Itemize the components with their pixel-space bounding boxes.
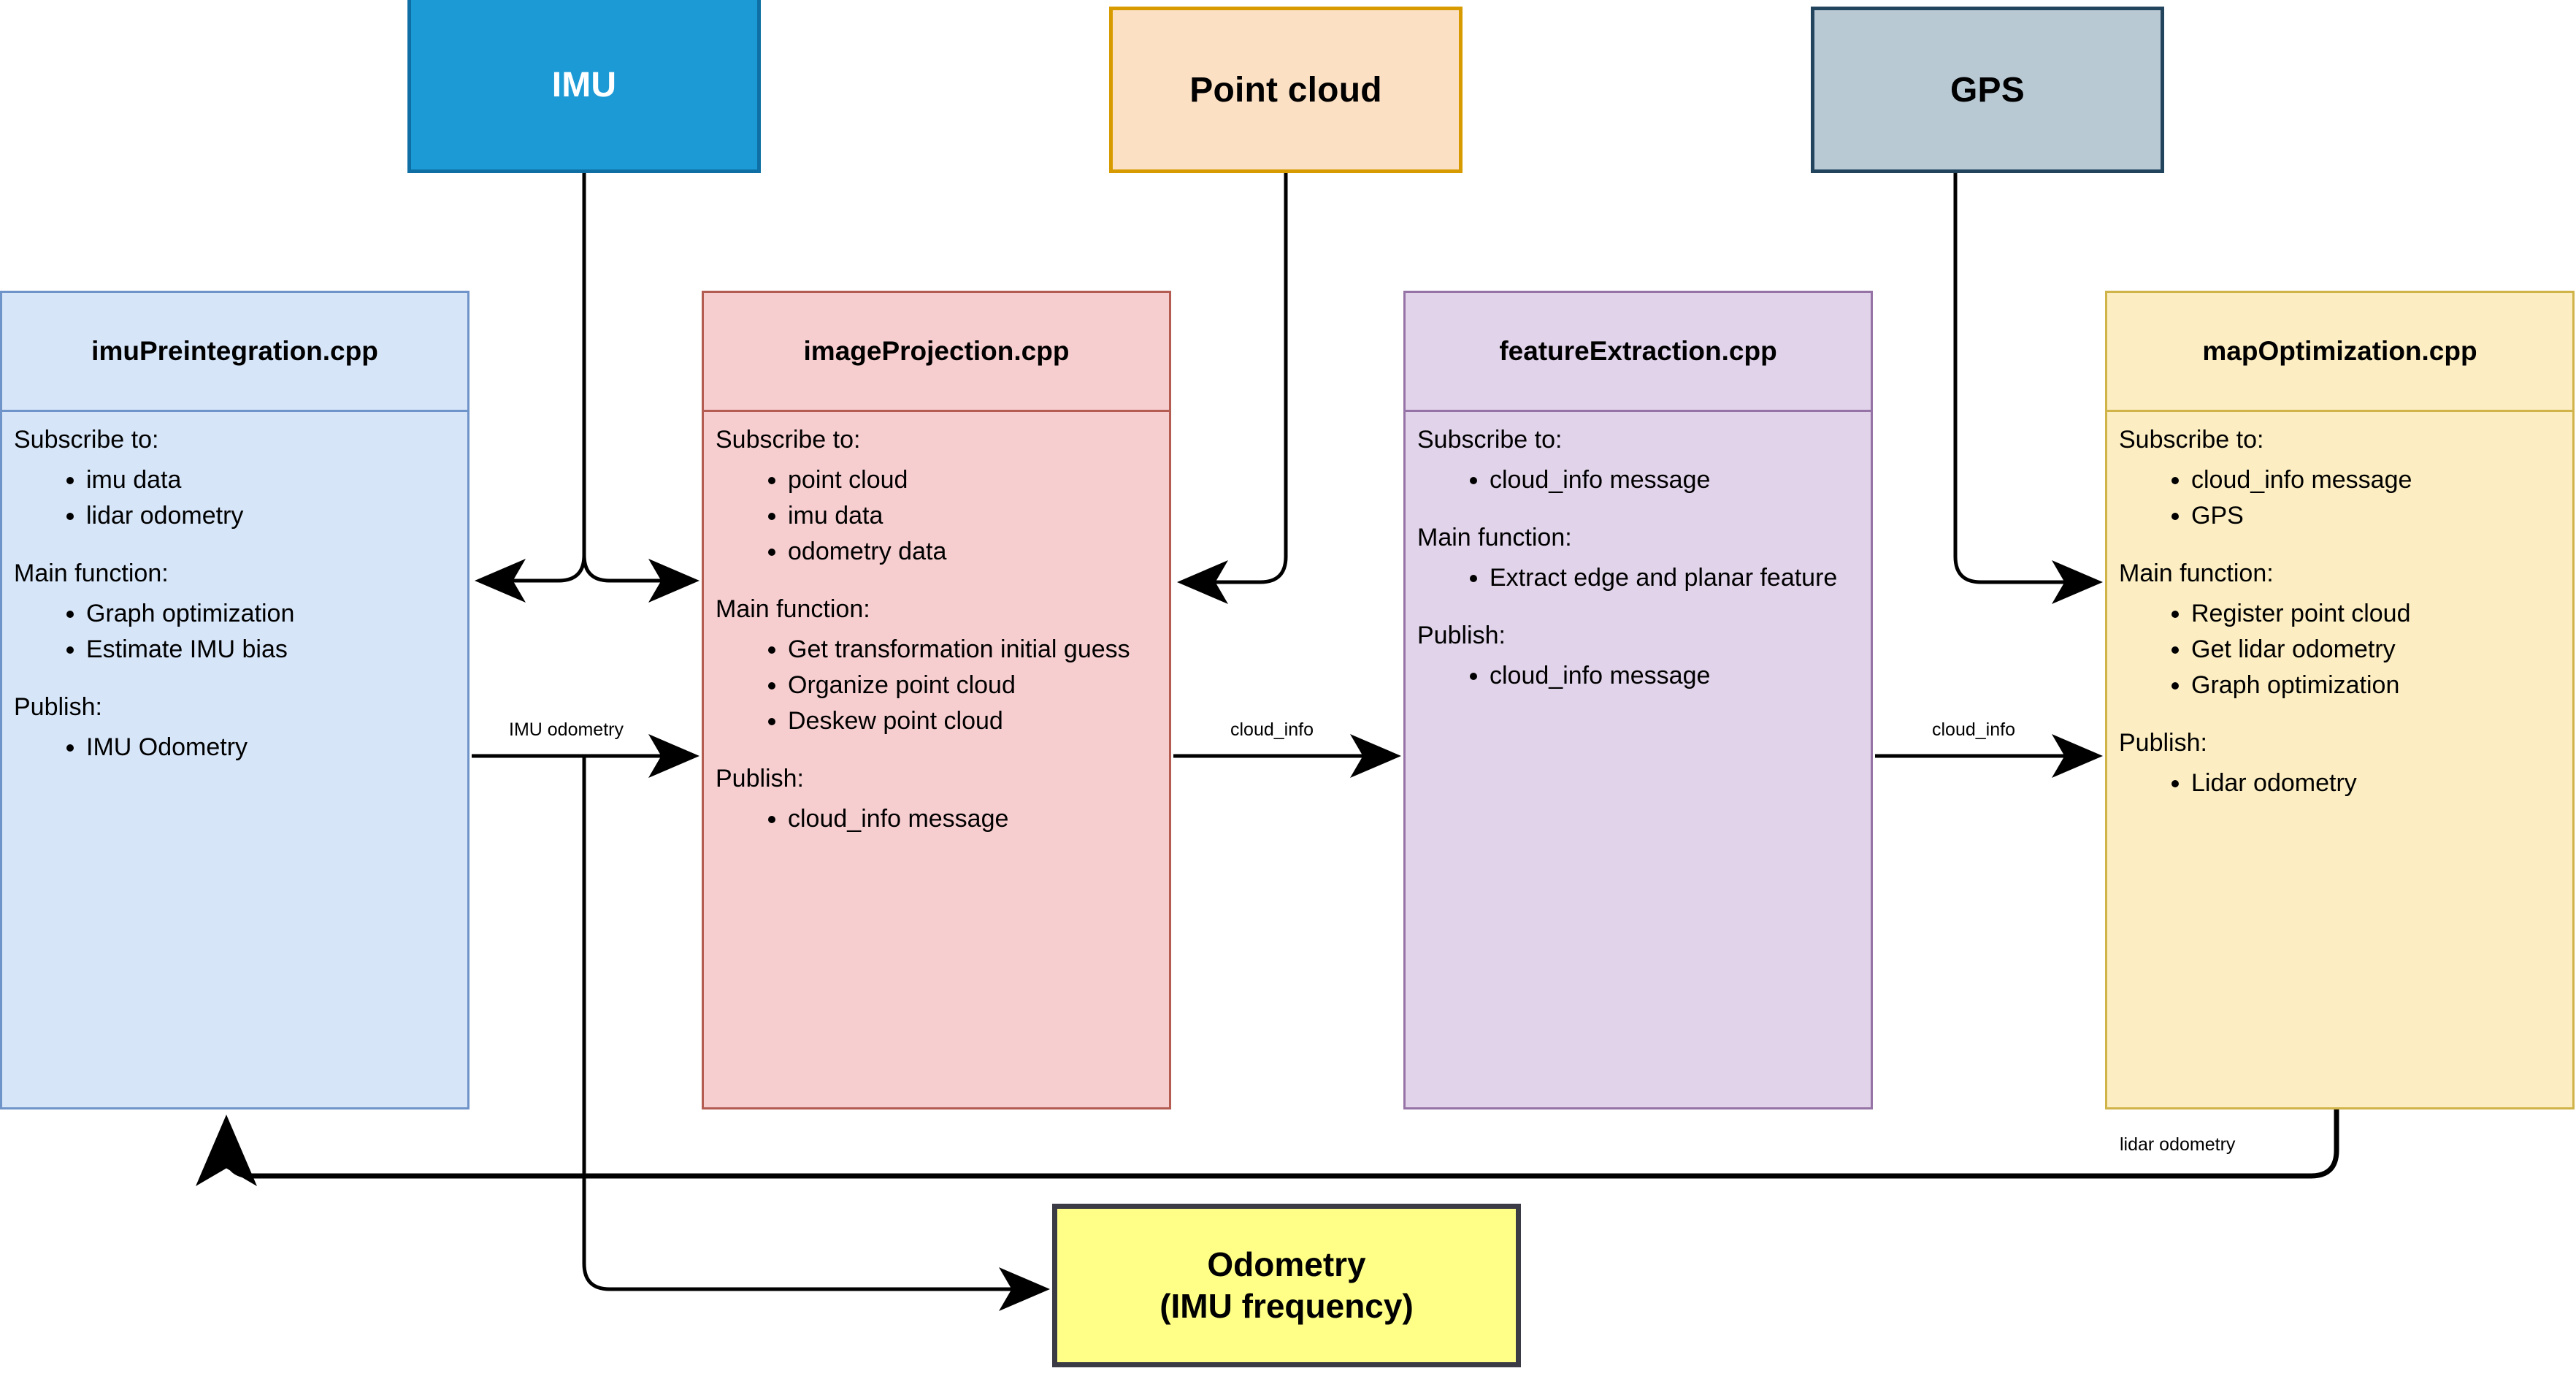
source-label-point-cloud: Point cloud bbox=[1189, 70, 1382, 110]
section-list-main-function: Graph optimization Estimate IMU bias bbox=[9, 596, 460, 668]
section-list-publish: Lidar odometry bbox=[2115, 765, 2565, 801]
module-box-mapoptimization[interactable]: mapOptimization.cpp Subscribe to: cloud_… bbox=[2105, 291, 2575, 1109]
module-body-imageprojection: Subscribe to: point cloud imu data odome… bbox=[704, 412, 1169, 1107]
source-box-point-cloud[interactable]: Point cloud bbox=[1109, 7, 1463, 173]
section-label-main-function: Main function: bbox=[716, 595, 870, 623]
source-box-gps[interactable]: GPS bbox=[1811, 7, 2164, 173]
edge-imu-split bbox=[475, 173, 586, 603]
module-title-imageprojection: imageProjection.cpp bbox=[704, 293, 1169, 412]
section-label-main-function: Main function: bbox=[14, 559, 169, 587]
module-box-featureextraction[interactable]: featureExtraction.cpp Subscribe to: clou… bbox=[1403, 291, 1873, 1109]
output-label-line2: (IMU frequency) bbox=[1159, 1287, 1414, 1325]
section-label-main-function: Main function: bbox=[2119, 559, 2274, 587]
list-item: Deskew point cloud bbox=[788, 703, 1162, 739]
section-list-publish: IMU Odometry bbox=[9, 730, 460, 765]
edge-lidarodometry-to-imupreintegration bbox=[196, 1109, 2339, 1186]
section-list-subscribe: point cloud imu data odometry data bbox=[711, 462, 1162, 570]
list-item: IMU Odometry bbox=[86, 730, 460, 765]
edge-gps-to-mapoptimization bbox=[1953, 173, 2103, 604]
module-body-featureextraction: Subscribe to: cloud_info message Main fu… bbox=[1406, 412, 1871, 1107]
section-list-main-function: Get transformation initial guess Organiz… bbox=[711, 632, 1162, 739]
section-list-subscribe: imu data lidar odometry bbox=[9, 462, 460, 534]
list-item: Graph optimization bbox=[2191, 668, 2565, 703]
section-label-publish: Publish: bbox=[716, 764, 804, 792]
section-label-subscribe: Subscribe to: bbox=[1417, 426, 1563, 454]
list-item: GPS bbox=[2191, 498, 2565, 534]
list-item: cloud_info message bbox=[1490, 462, 1863, 498]
list-item: imu data bbox=[86, 462, 460, 498]
section-list-subscribe: cloud_info message GPS bbox=[2115, 462, 2565, 534]
list-item: Register point cloud bbox=[2191, 596, 2565, 632]
section-label-publish: Publish: bbox=[1417, 621, 1506, 649]
module-box-imageprojection[interactable]: imageProjection.cpp Subscribe to: point … bbox=[702, 291, 1171, 1109]
section-label-subscribe: Subscribe to: bbox=[716, 426, 861, 454]
section-list-publish: cloud_info message bbox=[711, 801, 1162, 837]
list-item: Get transformation initial guess bbox=[788, 632, 1162, 668]
source-label-imu: IMU bbox=[551, 65, 617, 104]
section-list-main-function: Register point cloud Get lidar odometry … bbox=[2115, 596, 2565, 703]
edge-label-cloud-info-2: cloud_info bbox=[1932, 719, 2015, 740]
edge-label-cloud-info-1: cloud_info bbox=[1230, 719, 1314, 740]
output-box-odometry[interactable]: Odometry (IMU frequency) bbox=[1052, 1204, 1521, 1367]
source-label-gps: GPS bbox=[1950, 70, 2025, 110]
list-item: odometry data bbox=[788, 534, 1162, 570]
section-list-subscribe: cloud_info message bbox=[1413, 462, 1863, 498]
list-item: Extract edge and planar feature bbox=[1490, 560, 1863, 596]
section-label-subscribe: Subscribe to: bbox=[14, 426, 159, 454]
list-item: point cloud bbox=[788, 462, 1162, 498]
list-item: Graph optimization bbox=[86, 596, 460, 632]
section-label-subscribe: Subscribe to: bbox=[2119, 426, 2264, 454]
list-item: lidar odometry bbox=[86, 498, 460, 534]
module-title-featureextraction: featureExtraction.cpp bbox=[1406, 293, 1871, 412]
edge-pointcloud-to-imageprojection bbox=[1177, 173, 1288, 604]
section-list-main-function: Extract edge and planar feature bbox=[1413, 560, 1863, 596]
list-item: Organize point cloud bbox=[788, 668, 1162, 703]
list-item: Estimate IMU bias bbox=[86, 632, 460, 668]
list-item: cloud_info message bbox=[1490, 658, 1863, 694]
section-list-publish: cloud_info message bbox=[1413, 658, 1863, 694]
list-item: cloud_info message bbox=[788, 801, 1162, 837]
output-label-line1: Odometry bbox=[1207, 1245, 1366, 1283]
edge-imu-to-imageprojection bbox=[582, 554, 699, 603]
module-box-imupreintegration[interactable]: imuPreintegration.cpp Subscribe to: imu … bbox=[0, 291, 469, 1109]
list-item: imu data bbox=[788, 498, 1162, 534]
section-label-publish: Publish: bbox=[2119, 728, 2207, 757]
list-item: Get lidar odometry bbox=[2191, 632, 2565, 668]
source-box-imu[interactable]: IMU bbox=[407, 0, 761, 173]
module-title-imupreintegration: imuPreintegration.cpp bbox=[2, 293, 467, 412]
section-label-publish: Publish: bbox=[14, 692, 102, 721]
list-item: cloud_info message bbox=[2191, 462, 2565, 498]
module-body-mapoptimization: Subscribe to: cloud_info message GPS Mai… bbox=[2107, 412, 2572, 1107]
section-label-main-function: Main function: bbox=[1417, 523, 1572, 551]
list-item: Lidar odometry bbox=[2191, 765, 2565, 801]
module-title-mapoptimization: mapOptimization.cpp bbox=[2107, 293, 2572, 412]
module-body-imupreintegration: Subscribe to: imu data lidar odometry Ma… bbox=[2, 412, 467, 1107]
edge-label-lidar-odometry: lidar odometry bbox=[2120, 1134, 2236, 1155]
edge-label-imu-odometry: IMU odometry bbox=[509, 719, 624, 740]
